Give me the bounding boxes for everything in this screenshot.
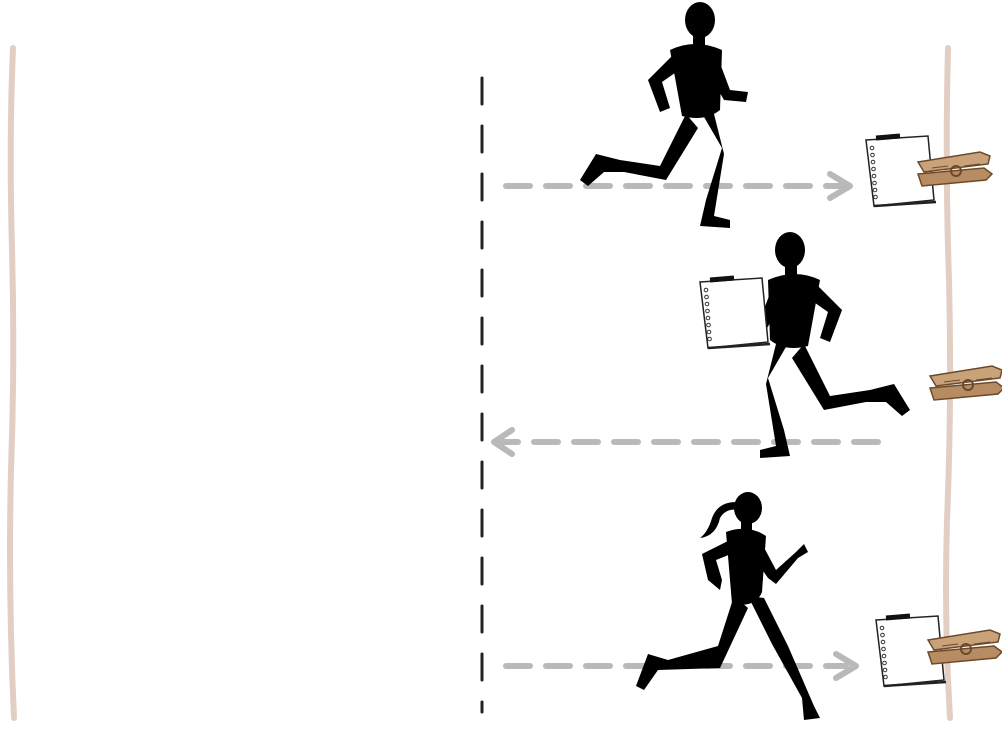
note-carried: [700, 278, 770, 348]
left-wall: [10, 48, 14, 718]
runner-top: [580, 2, 748, 228]
runner-bottom: [636, 492, 820, 720]
arrow-right-top: [506, 174, 850, 198]
clothespin-middle: [930, 366, 1002, 400]
arrow-left-middle: [494, 430, 878, 454]
